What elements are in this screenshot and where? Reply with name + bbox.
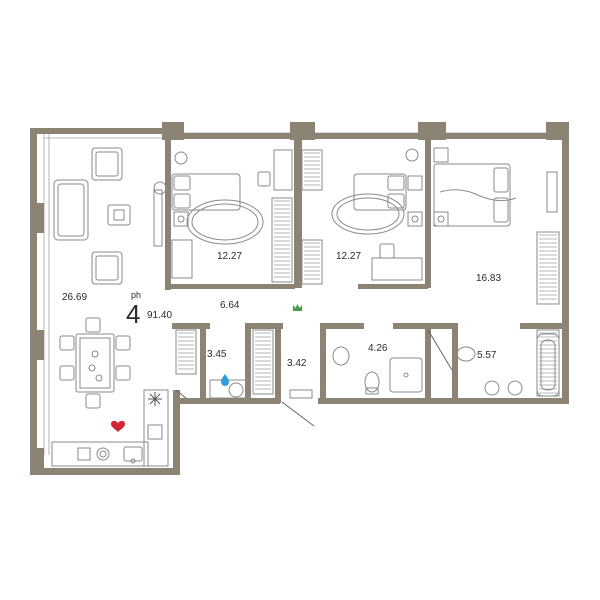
bench bbox=[289, 389, 313, 399]
room-area-labels: 26.69 12.27 12.27 16.83 6.64 3.45 3.42 4… bbox=[62, 251, 501, 369]
shower bbox=[389, 357, 423, 393]
desk bbox=[371, 257, 423, 281]
rooms-count: 4 bbox=[126, 299, 140, 329]
sink bbox=[332, 346, 350, 366]
kitchen-counter-right bbox=[143, 389, 169, 467]
master-bedroom-furniture bbox=[433, 147, 558, 227]
armchair-top bbox=[91, 147, 123, 181]
area-label-living: 26.69 bbox=[62, 292, 87, 303]
storage-fixtures bbox=[209, 350, 323, 399]
toilet bbox=[456, 346, 476, 362]
closets bbox=[175, 149, 560, 397]
area-label-bedroom-2: 12.27 bbox=[336, 251, 361, 262]
sink-2 bbox=[507, 380, 523, 396]
bedroom-2-furniture bbox=[331, 148, 423, 281]
wardrobe-hatching bbox=[178, 152, 557, 394]
area-label-storage-1: 3.45 bbox=[207, 349, 227, 360]
wardrobe-bedroom-1 bbox=[271, 197, 293, 283]
plant bbox=[405, 148, 419, 162]
toilet bbox=[364, 371, 380, 393]
armchair-bottom bbox=[91, 251, 123, 285]
apartment-summary: 4 ph 91.40 bbox=[126, 290, 172, 329]
area-label-master-bedroom: 16.83 bbox=[476, 273, 501, 284]
door-swings bbox=[175, 329, 453, 399]
desk bbox=[171, 239, 193, 279]
water-drop-icon bbox=[221, 374, 229, 386]
crown-icon bbox=[293, 304, 302, 311]
coffee-table bbox=[107, 204, 131, 226]
total-area: 91.40 bbox=[147, 310, 172, 321]
wardrobe-bedroom-2b bbox=[301, 239, 323, 285]
hob bbox=[96, 447, 110, 461]
wardrobe-master bbox=[536, 231, 560, 305]
rug bbox=[331, 193, 405, 235]
kitchen-counter-bottom bbox=[51, 441, 149, 467]
entrance-door bbox=[281, 401, 315, 427]
dining-table bbox=[75, 333, 115, 393]
area-label-hall: 6.64 bbox=[220, 300, 240, 311]
area-label-bathroom-1: 4.26 bbox=[368, 343, 388, 354]
chair bbox=[257, 171, 271, 187]
walls bbox=[30, 122, 569, 475]
bed bbox=[171, 173, 241, 211]
air-conditioner-icon bbox=[148, 392, 162, 406]
wardrobe-bedroom-2a bbox=[301, 149, 323, 191]
wardrobe-storage-2 bbox=[252, 329, 274, 395]
rooms-suffix: ph bbox=[131, 290, 141, 300]
kitchen bbox=[51, 389, 169, 467]
bathroom-2-fixtures bbox=[456, 333, 560, 397]
area-label-bedroom-1: 12.27 bbox=[217, 251, 242, 262]
sink bbox=[123, 446, 143, 462]
heart-icon bbox=[111, 420, 125, 432]
bathtub bbox=[536, 333, 560, 397]
washing-machine bbox=[228, 382, 244, 398]
wardrobe-storage-1 bbox=[175, 329, 197, 375]
tv-unit bbox=[153, 189, 163, 247]
plant bbox=[153, 181, 167, 195]
tv bbox=[546, 171, 558, 213]
sofa bbox=[53, 179, 89, 241]
plant bbox=[174, 151, 188, 165]
bed bbox=[353, 173, 407, 211]
sink-1 bbox=[484, 380, 500, 396]
area-label-storage-2: 3.42 bbox=[287, 358, 307, 369]
bedroom-1-furniture bbox=[171, 149, 293, 279]
area-label-bathroom-2: 5.57 bbox=[477, 350, 497, 361]
chair bbox=[379, 243, 395, 259]
living-room-furniture bbox=[53, 147, 167, 409]
bed bbox=[433, 163, 511, 227]
rug bbox=[186, 199, 264, 245]
bathroom-1-fixtures bbox=[332, 346, 423, 395]
